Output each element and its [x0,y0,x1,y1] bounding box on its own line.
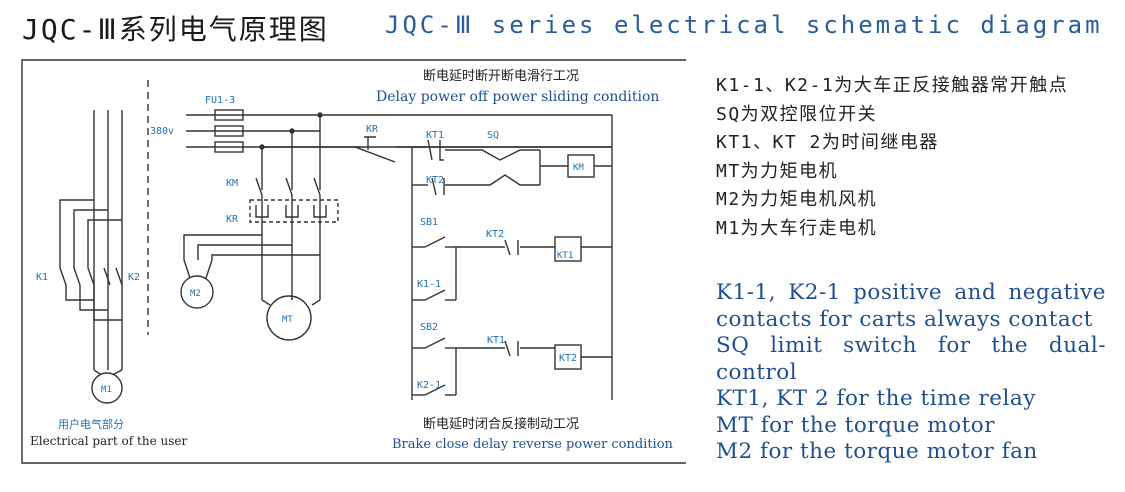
m2-label: M2 [190,289,201,299]
kt2-b-label: KT2 [486,229,504,240]
legend-en-line: contacts for carts always contact [716,306,1093,332]
top-caption-en: Delay power off power sliding condition [376,89,659,105]
top-caption-cn: 断电延时断开断电滑行工况 [423,69,579,84]
legend-cn-line: MT为力矩电机 [716,160,839,182]
legend-english: K1-1, K2-1 positive and negative contact… [716,280,1106,466]
page-title-cn: JQC-Ⅲ系列电气原理图 [22,13,329,46]
legend-cn-line: K1-1、K2-1为大车正反接触器常开触点 [716,75,1069,96]
legend-en-line: MT for the torque motor [716,412,995,438]
fuse-label: FU1-3 [205,95,235,106]
kt2-a-label: KT2 [426,175,444,186]
k1-1-label: K1-1 [417,279,441,290]
bottom-caption-en: Brake close delay reverse power conditio… [392,437,674,452]
legend-cn-line: M1为大车行走电机 [716,217,878,239]
legend-en-line: K1-1, K2-1 positive and negative [716,280,1106,305]
user-caption-en: Electrical part of the user [30,434,187,448]
sq-label: SQ [487,130,499,141]
legend-chinese: K1-1、K2-1为大车正反接触器常开触点 SQ为双控限位开关 KT1、KT 2… [716,72,1068,243]
kt1-coil-label: KT1 [557,251,573,261]
legend-cn-line: M2为力矩电机风机 [716,189,878,210]
kt2-coil-label: KT2 [559,353,577,364]
legend-en-line: M2 for the torque motor fan [716,439,1038,464]
km-coil-label: KM [573,163,584,173]
legend-en-line: control [716,359,798,385]
electrical-schematic: FU1-3 380v KR KM KR K1 K2 KT1 SQ KT2 SB1… [21,59,686,464]
bottom-caption-cn: 断电延时闭合反接制动工况 [423,416,579,432]
k2-1-label: K2-1 [417,380,441,391]
k2-label: K2 [128,272,140,283]
legend-en-line: SQ limit switch for the dual- [716,333,1106,358]
kr-top-label: KR [366,124,379,135]
k1-label: K1 [36,272,48,283]
kt1-a-label: KT1 [426,130,444,141]
user-caption-cn: 用户电气部分 [58,417,124,431]
sb1-label: SB1 [420,217,438,228]
kr-label: KR [226,214,239,225]
legend-cn-line: SQ为双控限位开关 [716,103,878,125]
legend-en-line: KT1, KT 2 for the time relay [716,386,1036,411]
page-title-en: JQC-Ⅲ series electrical schematic diagra… [385,11,1103,39]
km-label: KM [226,178,238,189]
m1-label: M1 [101,385,112,395]
mt-label: MT [282,315,293,325]
voltage-label: 380v [150,126,174,137]
kt1-b-label: KT1 [487,335,505,346]
legend-cn-line: KT1、KT 2为时间继电器 [716,132,939,153]
sb2-label: SB2 [420,322,438,333]
